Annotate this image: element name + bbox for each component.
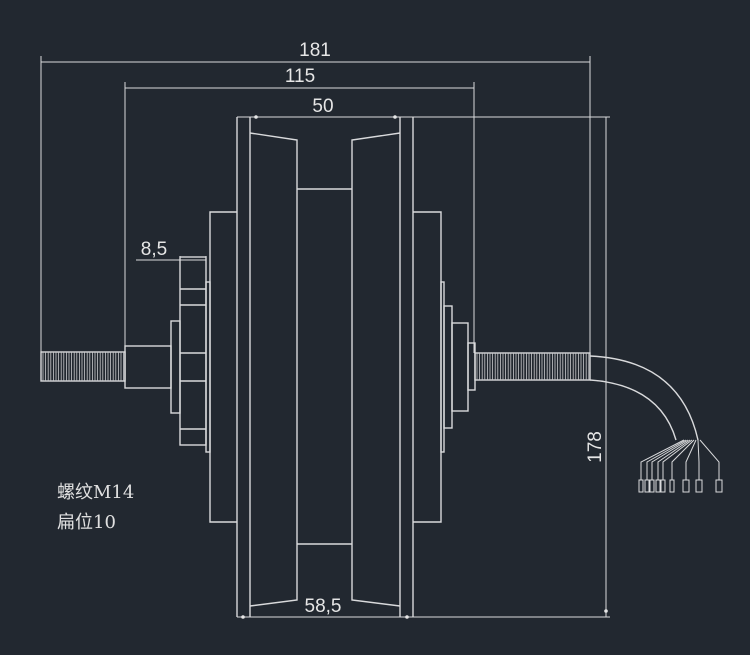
dim-8-5: 8,5	[136, 239, 207, 264]
dim-50: 50	[237, 96, 610, 119]
left-hub	[124, 256, 211, 453]
hub-flanges	[209, 211, 442, 523]
dim-58-5: 58,5	[237, 596, 610, 619]
connector-icon	[655, 479, 661, 493]
connector-icon	[649, 479, 655, 493]
flat-note: 扁位10	[57, 512, 116, 533]
left-axle-thread	[40, 351, 126, 382]
connector-icon	[644, 479, 650, 493]
dim-115-label: 115	[285, 66, 315, 87]
thread-note: 螺纹M14	[57, 482, 135, 503]
connector-icon	[669, 479, 675, 493]
dim-178: 178	[585, 117, 608, 617]
wheel-rim	[236, 117, 414, 617]
connector-icon	[682, 479, 690, 493]
dim-115: 115	[124, 66, 475, 353]
right-hub	[440, 281, 476, 453]
connector-icon	[638, 479, 644, 493]
dim-8-5-label: 8,5	[141, 239, 167, 260]
connector-icon	[695, 479, 703, 493]
dim-58-5-label: 58,5	[305, 596, 342, 617]
connector-icon	[715, 479, 723, 493]
motor-cable	[589, 355, 723, 493]
dim-181-label: 181	[299, 40, 331, 61]
connector-icon	[660, 479, 666, 493]
dim-50-label: 50	[312, 96, 333, 117]
dim-178-label: 178	[585, 431, 606, 463]
right-axle-thread	[474, 352, 591, 381]
dim-181: 181	[40, 40, 591, 353]
